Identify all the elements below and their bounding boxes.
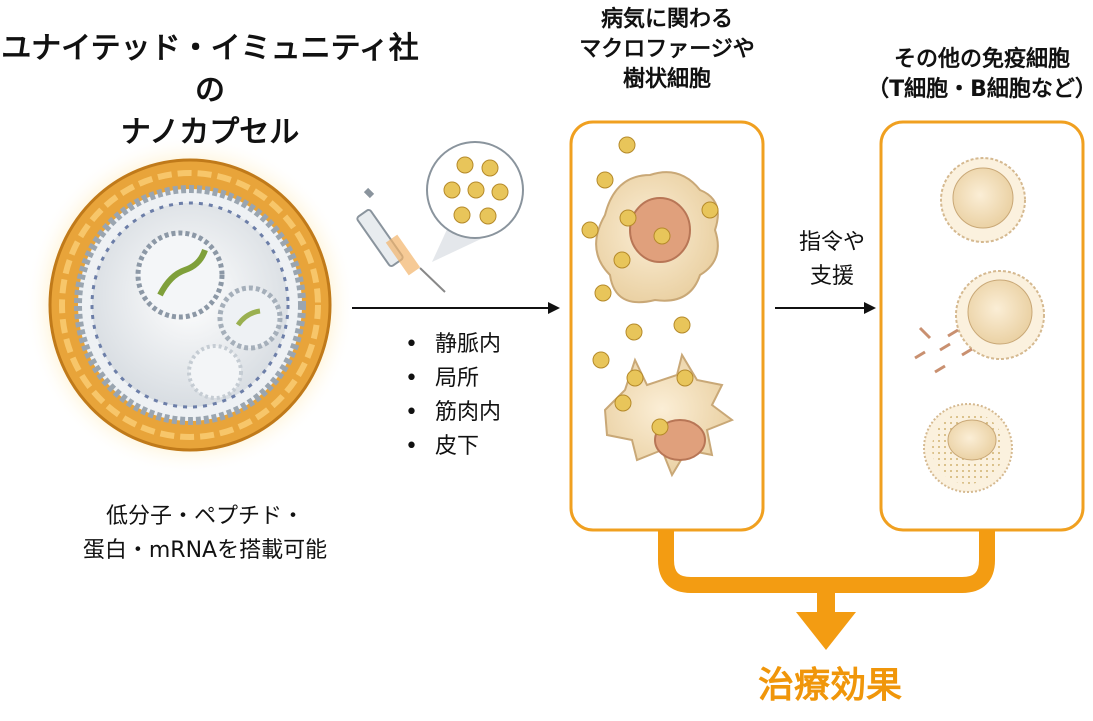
caption-line-1: 低分子・ペプチド・ xyxy=(105,504,304,529)
particle-zoom-icon xyxy=(426,141,524,262)
arrow-to-box2 xyxy=(775,302,876,314)
syringe-icon xyxy=(356,187,446,293)
therapeutic-effect-label: 治療効果 xyxy=(757,665,902,706)
box2-title-line-2: （T細胞・B細胞など） xyxy=(867,77,1093,102)
support-line-2: 支援 xyxy=(809,264,854,289)
caption-line-2: 蛋白・mRNAを搭載可能 xyxy=(82,538,328,563)
title-line-2: ナノカプセル xyxy=(120,115,300,150)
nk-cell xyxy=(923,403,1013,493)
route-item: 皮下 xyxy=(405,430,501,464)
nanocapsule-title: ユナイテッド・イミュニティ社の ナノカプセル xyxy=(0,28,420,154)
b-cell xyxy=(914,270,1045,374)
nanocapsule-illustration xyxy=(25,135,355,475)
route-item: 筋肉内 xyxy=(405,396,501,430)
cargo-caption: 低分子・ペプチド・ 蛋白・mRNAを搭載可能 xyxy=(40,500,370,568)
box2-title: その他の免疫細胞 （T細胞・B細胞など） xyxy=(858,45,1093,105)
box1-title-line-1: 病気に関わる xyxy=(600,7,733,32)
route-item: 静脈内 xyxy=(405,328,501,362)
administration-routes: 静脈内 局所 筋肉内 皮下 xyxy=(405,328,501,464)
box1-title-line-2: マクロファージや xyxy=(579,37,755,62)
box1-title: 病気に関わる マクロファージや 樹状細胞 xyxy=(560,5,774,95)
nanoparticles xyxy=(581,136,719,436)
box2-title-line-1: その他の免疫細胞 xyxy=(893,47,1070,72)
title-line-1: ユナイテッド・イミュニティ社の xyxy=(1,31,419,108)
t-cell xyxy=(940,157,1026,243)
therapeutic-effect-arrow xyxy=(658,530,995,650)
route-item: 局所 xyxy=(405,362,501,396)
support-label: 指令や 支援 xyxy=(782,226,882,294)
arrow-to-box1 xyxy=(352,302,560,314)
box1-title-line-3: 樹状細胞 xyxy=(622,67,711,92)
support-line-1: 指令や xyxy=(798,230,865,255)
